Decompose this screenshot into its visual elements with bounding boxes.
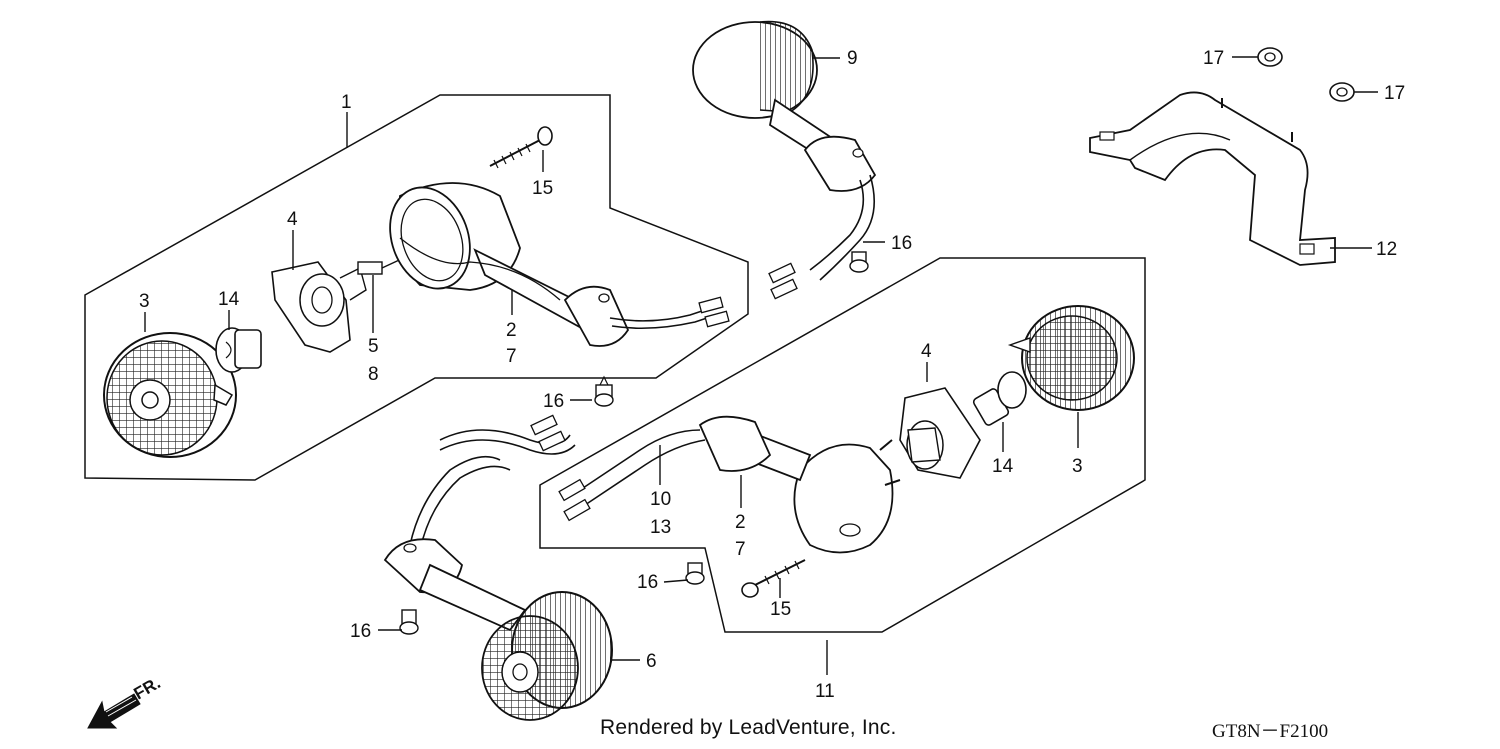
wiring-left [609,296,730,330]
front-arrow-icon [87,693,141,729]
wiring-right [558,429,706,522]
housing-left [389,182,630,347]
callout-8: 8 [368,364,379,385]
bulb-left [215,327,262,373]
credit-text: Rendered by LeadVenture, Inc. [600,716,897,739]
callout-16b: 16 [891,233,912,254]
callout-15b: 15 [770,599,791,620]
callout-15a: 15 [532,178,553,199]
nut-17b [1329,82,1355,102]
nut-17a [1257,47,1283,67]
callout-4b: 4 [921,341,932,362]
callout-16d: 16 [350,621,371,642]
housing-right [698,415,901,554]
bracket-12 [1089,91,1336,266]
callout-14b: 14 [992,456,1014,477]
leader-lines [144,56,1378,675]
callout-3b: 3 [1072,456,1083,477]
callout-16a: 16 [543,391,564,412]
socket-right [899,387,981,479]
bolt-16b [849,251,869,273]
callout-2b: 2 [735,512,746,533]
lens-left [103,332,237,458]
callout-10: 10 [650,489,671,510]
bulb-right [972,371,1027,426]
bolt-16c [685,562,705,585]
callout-7a: 7 [506,346,517,367]
callout-13: 13 [650,517,671,538]
bolt-16d [399,609,419,635]
callout-7b: 7 [735,539,746,560]
callout-17b: 17 [1384,83,1405,104]
diagram-code: GT8N－F2100 [1212,721,1329,742]
callout-4a: 4 [287,209,298,230]
callout-5: 5 [368,336,379,357]
screw-right [741,559,806,598]
callout-17a: 17 [1203,48,1224,69]
callout-1: 1 [341,92,352,113]
callout-16c: 16 [637,572,658,593]
socket-left [271,261,367,353]
callout-14a: 14 [218,289,240,310]
callout-9: 9 [847,48,858,69]
callout-2a: 2 [506,320,517,341]
callout-12: 12 [1376,239,1397,260]
callout-11: 11 [815,681,835,702]
assembly-box-right [539,257,1146,633]
light-unit-9 [692,20,877,300]
assembly-box-left [84,94,749,481]
screw-left [489,126,553,169]
light-unit-6 [383,414,613,721]
lens-right [1007,305,1135,411]
bolt-16a [594,375,614,407]
callout-3a: 3 [139,291,150,312]
callout-6: 6 [646,651,657,672]
